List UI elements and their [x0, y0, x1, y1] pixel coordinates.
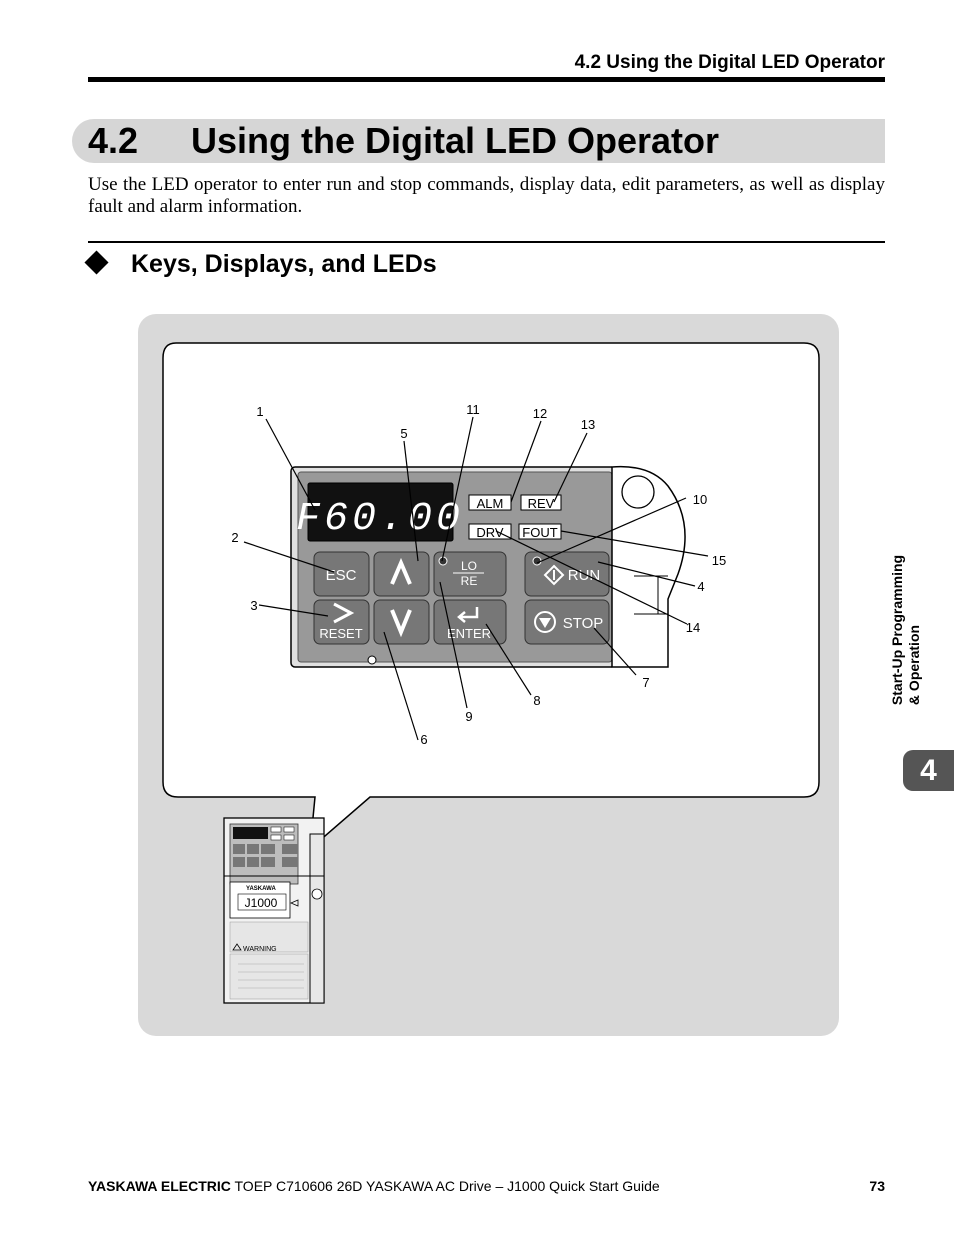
run-led-icon — [532, 556, 542, 566]
svg-text:STOP: STOP — [563, 615, 604, 632]
svg-text:RE: RE — [461, 574, 478, 588]
drive-warning: WARNING — [243, 946, 277, 953]
svg-text:14: 14 — [686, 620, 700, 635]
reset-key[interactable]: RESET — [313, 599, 370, 645]
diamond-bullet-icon — [84, 250, 109, 275]
svg-text:LO: LO — [461, 559, 477, 573]
svg-text:3: 3 — [250, 598, 257, 613]
side-label-line2: & Operation — [906, 624, 922, 706]
section-title-bar — [72, 119, 885, 163]
callout-numbers: 1 2 3 4 5 6 7 8 9 10 11 12 13 14 15 — [231, 402, 726, 747]
drv-indicator: DRV — [476, 525, 504, 540]
svg-text:11: 11 — [466, 402, 480, 417]
footer: YASKAWA ELECTRIC TOEP C710606 26D YASKAW… — [88, 1178, 660, 1194]
fout-indicator: FOUT — [522, 525, 557, 540]
footer-brand: YASKAWA ELECTRIC — [88, 1178, 231, 1194]
svg-text:6: 6 — [420, 732, 427, 747]
chapter-tab: 4 — [903, 750, 954, 791]
svg-text:5: 5 — [400, 426, 407, 441]
section-number: 4.2 — [88, 120, 139, 161]
footer-doc-title: TOEP C710606 26D YASKAWA AC Drive – J100… — [230, 1178, 660, 1194]
side-chapter-label: Start-Up Programming & Operation — [878, 535, 934, 725]
up-arrow-icon — [390, 557, 412, 585]
svg-text:RUN: RUN — [568, 567, 601, 584]
page-number: 73 — [869, 1178, 885, 1194]
down-arrow-key[interactable] — [373, 599, 430, 645]
drive-model-label: J1000 — [245, 896, 278, 910]
enter-icon — [457, 607, 479, 623]
svg-text:10: 10 — [693, 492, 707, 507]
intro-paragraph: Use the LED operator to enter run and st… — [88, 174, 885, 217]
svg-text:9: 9 — [465, 709, 472, 724]
subsection-title: Keys, Displays, and LEDs — [131, 250, 437, 278]
svg-text:8: 8 — [533, 693, 540, 708]
run-icon — [543, 564, 565, 586]
svg-text:7: 7 — [642, 675, 649, 690]
svg-text:2: 2 — [231, 530, 238, 545]
svg-text:ESC: ESC — [326, 567, 357, 584]
enter-key[interactable]: ENTER — [433, 599, 507, 645]
down-arrow-icon — [390, 609, 412, 638]
section-title: Using the Digital LED Operator — [191, 120, 720, 161]
stop-key[interactable]: STOP — [524, 599, 610, 645]
svg-text:RESET: RESET — [319, 626, 362, 641]
drive-brand: YASKAWA — [246, 886, 276, 892]
side-label-line1: Start-Up Programming — [889, 554, 905, 706]
rev-indicator: REV — [528, 496, 555, 511]
stop-icon — [534, 611, 556, 633]
operator-figure: F60.00 ALM REV DRV FOUT ESC LO RE RUN RE… — [162, 342, 820, 1004]
svg-text:13: 13 — [581, 417, 595, 432]
lo-re-key[interactable]: LO RE — [433, 551, 507, 597]
svg-text:12: 12 — [533, 406, 547, 421]
callout-leaders — [243, 416, 709, 741]
header-rule — [88, 77, 885, 82]
svg-text:1: 1 — [256, 404, 263, 419]
svg-text:ENTER: ENTER — [447, 626, 491, 641]
drive-illustration: YASKAWA J1000 WARNING — [223, 817, 325, 1004]
run-key[interactable]: RUN — [524, 551, 610, 597]
alm-indicator: ALM — [477, 496, 504, 511]
display-readout: F60.00 — [296, 497, 464, 542]
subsection-rule — [88, 241, 885, 243]
esc-key[interactable]: ESC — [313, 551, 370, 597]
svg-text:15: 15 — [712, 553, 726, 568]
up-arrow-key[interactable] — [373, 551, 430, 597]
right-arrow-icon — [333, 602, 355, 624]
running-header: 4.2 Using the Digital LED Operator — [574, 52, 885, 73]
svg-text:4: 4 — [697, 579, 704, 594]
